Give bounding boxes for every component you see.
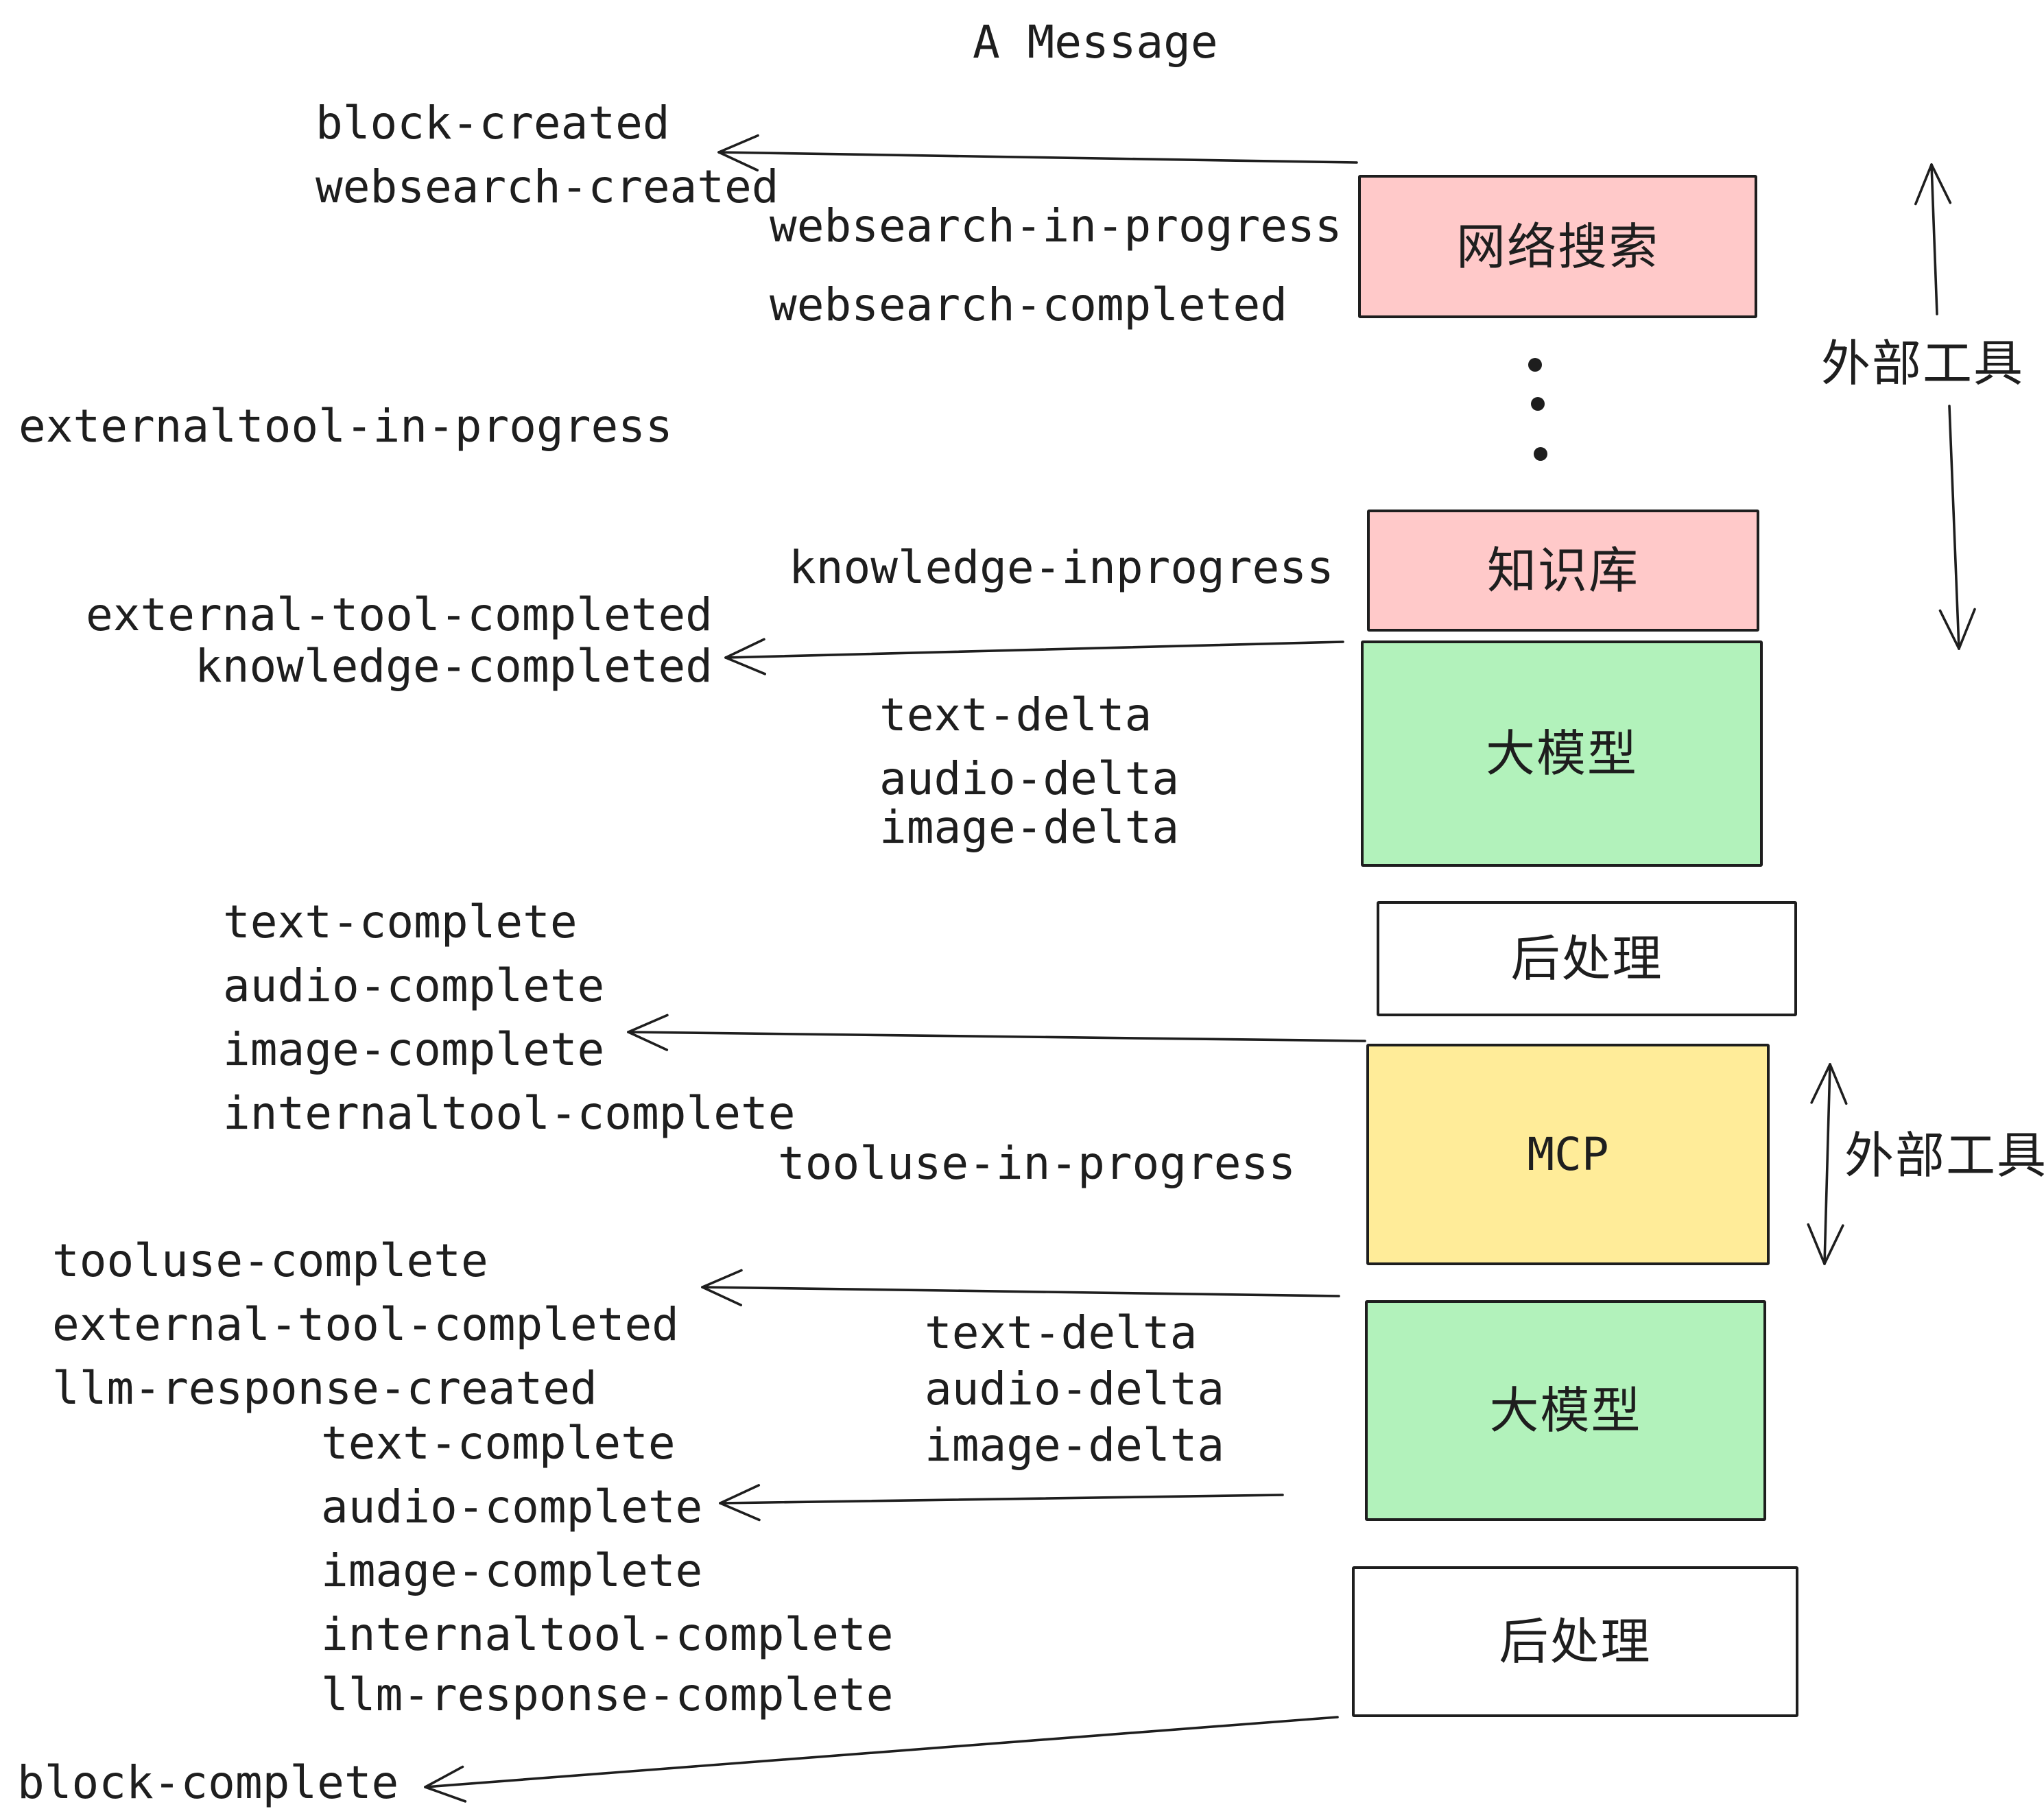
- arrowhead-icon: [1958, 608, 1976, 650]
- arrowhead-icon: [717, 151, 759, 171]
- event-label-text-complete-1: text-complete: [223, 896, 578, 948]
- node-postprocess-2: 后处理: [1352, 1566, 1798, 1717]
- event-label-audio-complete-1: audio-complete: [223, 959, 605, 1012]
- event-label-internaltool-complete-1: internaltool-complete: [223, 1087, 796, 1140]
- arrowhead-icon: [719, 1484, 761, 1505]
- event-label-image-complete-1: image-complete: [223, 1023, 605, 1076]
- arrow-external-span-2: [1807, 1063, 1848, 1265]
- node-label-websearch: 网络搜索: [1455, 217, 1659, 276]
- arrowhead-icon: [1810, 1063, 1831, 1104]
- arrowhead-icon: [719, 1502, 761, 1522]
- arrowhead-icon: [1930, 163, 1952, 204]
- arrow-shaft: [717, 151, 1358, 164]
- arrow-to-block-created: [717, 134, 1358, 171]
- arrowhead-icon: [1914, 163, 1933, 206]
- arrow-shaft: [724, 640, 1344, 659]
- node-label-knowledge: 知识库: [1486, 542, 1639, 599]
- node-llm-2: 大模型: [1365, 1300, 1766, 1521]
- arrowhead-icon: [701, 1269, 743, 1289]
- event-label-websearch-created: websearch-created: [316, 160, 779, 213]
- event-label-knowledge-inprogress: knowledge-inprogress: [789, 541, 1334, 594]
- side-label-external-tools-1: 外部工具: [1821, 335, 2025, 392]
- event-label-tooluse-in-progress: tooluse-in-progress: [778, 1137, 1296, 1190]
- node-label-llm-1: 大模型: [1485, 725, 1638, 782]
- arrow-shaft: [1948, 405, 1960, 650]
- event-label-audio-delta-1: audio-delta: [879, 752, 1180, 805]
- arrow-external-span-1-bottom: [1938, 405, 1976, 650]
- arrowhead-icon: [1823, 1224, 1844, 1265]
- arrow-to-knowledge-completed: [724, 638, 1344, 675]
- arrowhead-icon: [1938, 609, 1960, 650]
- arrow-to-block-complete: [424, 1716, 1339, 1803]
- diagram-title: A Message: [973, 16, 1218, 69]
- event-label-websearch-completed: websearch-completed: [770, 278, 1287, 331]
- arrow-shaft: [701, 1286, 1340, 1297]
- event-label-block-created: block-created: [316, 97, 670, 149]
- event-label-text-complete-2: text-complete: [321, 1417, 676, 1470]
- arrowhead-icon: [717, 134, 759, 154]
- arrow-to-tooluse-complete: [701, 1269, 1340, 1306]
- arrowhead-icon: [1807, 1223, 1826, 1265]
- event-label-knowledge-completed: knowledge-completed: [195, 640, 713, 693]
- ellipsis-dot: [1528, 358, 1542, 372]
- event-label-external-tool-completed-2: external-tool-completed: [52, 1298, 679, 1351]
- node-label-postprocess-2: 后处理: [1499, 1613, 1652, 1670]
- arrow-shaft: [1930, 163, 1938, 315]
- arrow-external-span-1-top: [1914, 163, 1952, 315]
- node-label-postprocess-1: 后处理: [1510, 930, 1663, 987]
- event-label-image-delta-2: image-delta: [925, 1419, 1225, 1472]
- event-label-websearch-in-progress: websearch-in-progress: [770, 200, 1342, 252]
- event-label-text-delta-1: text-delta: [879, 688, 1152, 741]
- arrow-to-image-complete: [627, 1014, 1366, 1051]
- side-label-external-tools-2: 外部工具: [1844, 1127, 2044, 1184]
- event-label-llm-response-complete: llm-response-complete: [321, 1668, 894, 1721]
- event-label-externaltool-in-progress: externaltool-in-progress: [19, 400, 673, 453]
- event-label-llm-response-created: llm-response-created: [52, 1362, 597, 1415]
- ellipsis-dot: [1531, 397, 1545, 411]
- arrowhead-icon: [424, 1765, 464, 1788]
- arrowhead-icon: [701, 1286, 743, 1306]
- event-label-internaltool-complete-2: internaltool-complete: [321, 1608, 894, 1661]
- arrowhead-icon: [724, 638, 765, 659]
- arrowhead-icon: [1829, 1063, 1848, 1105]
- arrowhead-icon: [627, 1031, 669, 1051]
- arrowhead-icon: [724, 656, 767, 675]
- event-label-audio-delta-2: audio-delta: [925, 1363, 1225, 1415]
- arrowhead-icon: [424, 1786, 467, 1803]
- event-label-tooluse-complete: tooluse-complete: [52, 1234, 488, 1287]
- arrow-to-audio-complete: [719, 1484, 1284, 1522]
- event-label-block-complete: block-complete: [17, 1756, 399, 1809]
- event-label-image-delta-1: image-delta: [879, 801, 1180, 854]
- event-label-text-delta-2: text-delta: [925, 1306, 1198, 1359]
- arrow-shaft: [424, 1716, 1339, 1788]
- event-label-external-tool-completed-1: external-tool-completed: [86, 588, 713, 641]
- arrow-shaft: [627, 1031, 1366, 1042]
- arrow-shaft: [1823, 1063, 1831, 1265]
- node-label-mcp: MCP: [1527, 1127, 1609, 1181]
- node-postprocess-1: 后处理: [1377, 901, 1797, 1016]
- arrowhead-icon: [627, 1014, 669, 1033]
- node-knowledge: 知识库: [1367, 510, 1759, 632]
- node-websearch: 网络搜索: [1358, 175, 1757, 318]
- node-mcp: MCP: [1366, 1044, 1770, 1265]
- ellipsis-dot: [1534, 447, 1547, 461]
- arrow-shaft: [719, 1494, 1284, 1505]
- node-label-llm-2: 大模型: [1489, 1382, 1642, 1439]
- event-label-audio-complete-2: audio-complete: [321, 1481, 703, 1533]
- node-llm-1: 大模型: [1361, 640, 1763, 867]
- event-label-image-complete-2: image-complete: [321, 1544, 703, 1597]
